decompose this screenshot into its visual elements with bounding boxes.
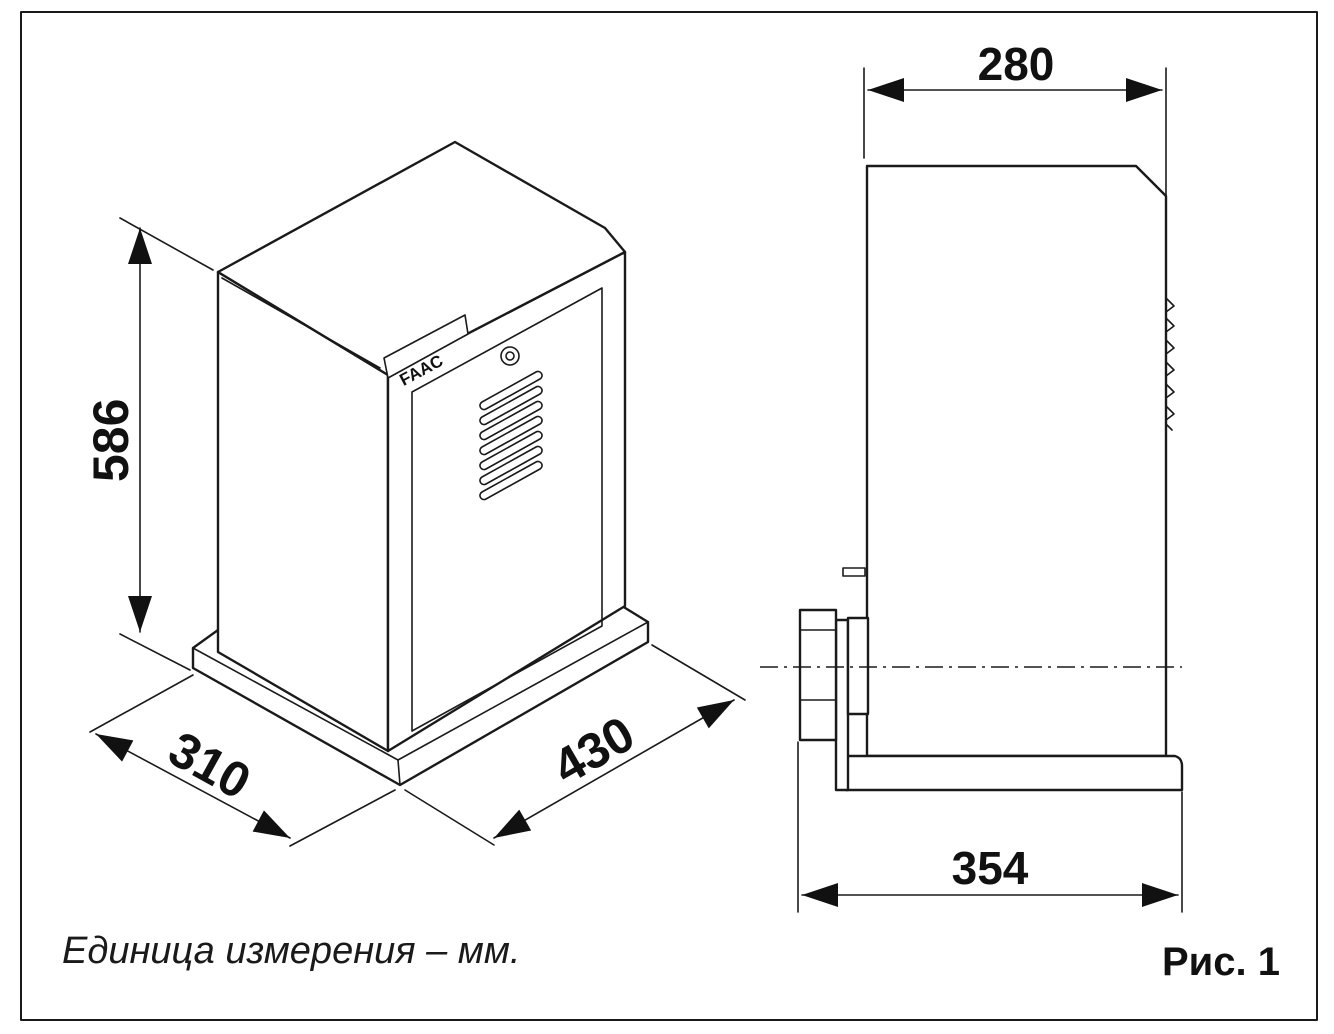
dimension-top-width-label: 280	[978, 38, 1055, 90]
figure-label: Рис. 1	[1162, 940, 1280, 984]
figure-border	[20, 11, 1318, 1021]
body-top-face	[216, 140, 627, 377]
dimension-height-label: 586	[83, 399, 139, 482]
pinion-gear	[798, 608, 838, 742]
side-base-plate	[844, 754, 1184, 792]
key-lock-icon	[500, 346, 520, 366]
unit-caption: Единица измерения – мм.	[62, 930, 521, 972]
brand-logo-plate	[383, 314, 469, 379]
front-door-panel	[411, 287, 603, 732]
dimension-line-depth	[493, 699, 735, 839]
vent-slots-icon	[479, 370, 543, 501]
side-view: 280 354	[760, 38, 1184, 913]
isometric-view: FAAC 586 310 430	[83, 140, 746, 847]
dimension-base-width-label: 354	[952, 842, 1029, 894]
dimension-line-width-front	[95, 733, 291, 839]
pinion-flange	[846, 616, 870, 716]
side-ribs	[1165, 297, 1175, 431]
dimension-depth-label: 430	[544, 705, 644, 795]
dimension-width-front-label: 310	[160, 721, 260, 810]
